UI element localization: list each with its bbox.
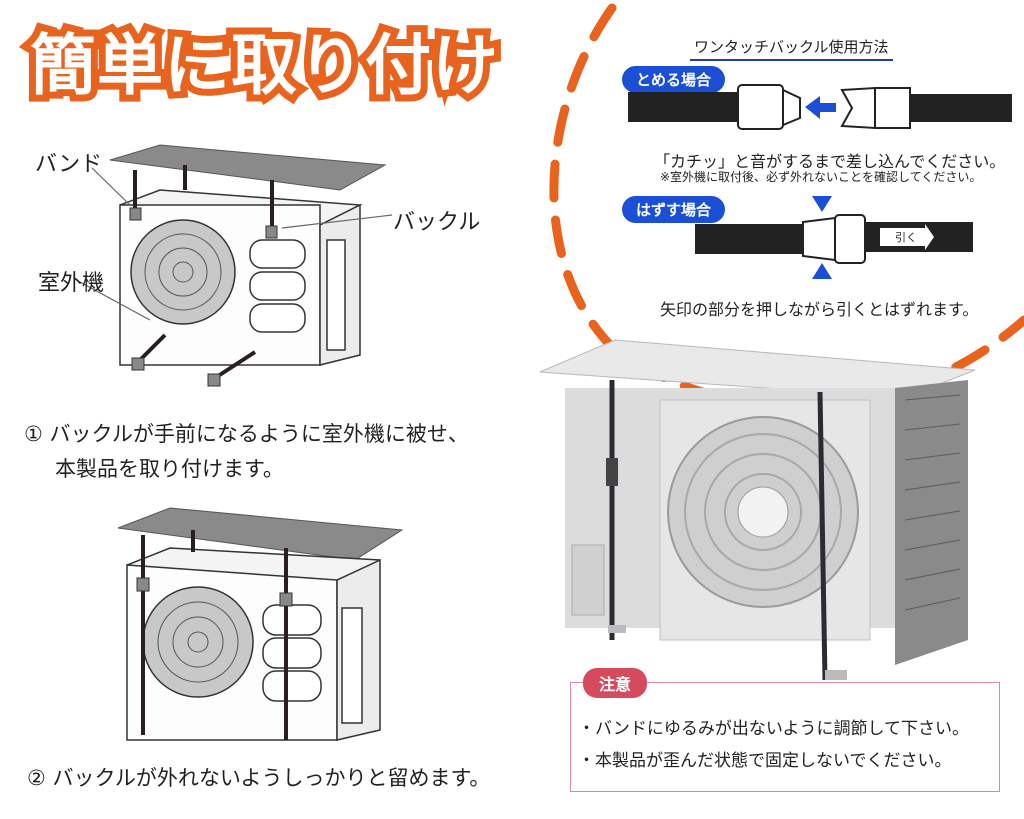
usage-title: ワンタッチバックル使用方法	[690, 36, 893, 61]
notice-box	[570, 682, 1000, 792]
fasten-note: ※室外機に取付後、必ず外れないことを確認してください。	[660, 170, 982, 184]
step2-text: ② バックルが外れないようしっかりと留めます。	[27, 766, 491, 790]
step1-text-line1: ① バックルが手前になるように室外機に被せ、	[24, 422, 469, 446]
band-label: バンド	[35, 152, 103, 177]
buckle-label: バックル	[393, 210, 481, 235]
pull-label: 引く	[895, 231, 917, 244]
notice-tag: 注意	[583, 668, 648, 698]
fasten-label: とめる場合	[622, 66, 726, 93]
notice-item-2: ・本製品が歪んだ状態で固定しないでください。	[578, 751, 952, 771]
step1-text-line2: 本製品を取り付けます。	[55, 457, 284, 481]
notice-item-1: ・バンドにゆるみが出ないように調節して下さい。	[578, 719, 969, 739]
page-title: 簡単に取り付け	[23, 20, 505, 111]
outdoor-unit-label: 室外機	[38, 271, 105, 296]
release-label: はずす場合	[622, 196, 726, 223]
fasten-text: 「カチッ」と音がするまで差し込んでください。	[654, 152, 1006, 171]
release-text: 矢印の部分を押しながら引くとはずれます。	[660, 300, 979, 319]
